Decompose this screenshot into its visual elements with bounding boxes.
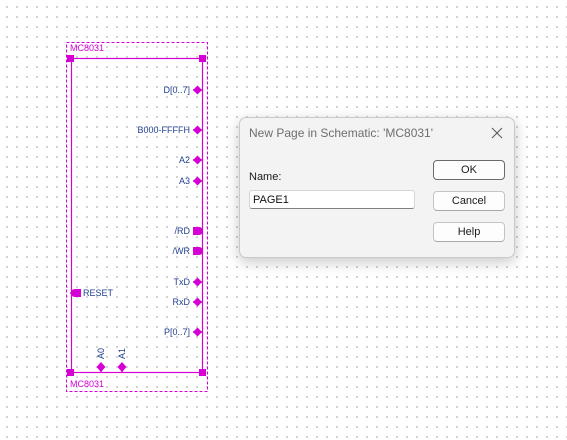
- pin-label-b000-ffffh: B000-FFFFH: [137, 125, 190, 135]
- pin-label-wr: /WR: [172, 246, 191, 256]
- pin-a2[interactable]: [193, 155, 202, 165]
- corner-handle-tr[interactable]: [199, 55, 206, 62]
- pin-label-a0: A0: [96, 347, 106, 359]
- pin-label-d0-7: D[0..7]: [163, 85, 190, 95]
- part-body[interactable]: [70, 57, 204, 374]
- pin-a3[interactable]: [193, 176, 202, 186]
- corner-handle-bl[interactable]: [67, 369, 74, 376]
- part-name-bottom: MC8031: [70, 379, 105, 389]
- part-name-top: MC8031: [70, 43, 105, 53]
- name-input[interactable]: [249, 190, 415, 209]
- close-button[interactable]: [487, 123, 507, 143]
- pin-rxd[interactable]: [193, 297, 202, 307]
- corner-handle-br[interactable]: [199, 369, 206, 376]
- cancel-button[interactable]: Cancel: [433, 191, 505, 211]
- pin-label-reset: RESET: [83, 288, 114, 298]
- pin-label-rd: /RD: [174, 226, 191, 236]
- pin-p0-7[interactable]: [193, 327, 202, 337]
- pin-label-txd: TxD: [173, 277, 191, 287]
- pin-rd[interactable]: [193, 227, 203, 235]
- pin-d0-7[interactable]: [193, 85, 202, 95]
- pin-label-rxd: RxD: [172, 297, 191, 307]
- pin-txd[interactable]: [193, 277, 202, 287]
- ok-button[interactable]: OK: [433, 160, 505, 180]
- pin-reset[interactable]: [70, 289, 81, 297]
- pin-a0[interactable]: [96, 362, 106, 373]
- new-page-dialog: New Page in Schematic: 'MC8031' Name: OK…: [239, 117, 515, 258]
- corner-handle-tl[interactable]: [67, 55, 74, 62]
- help-button[interactable]: Help: [433, 222, 505, 242]
- dialog-title: New Page in Schematic: 'MC8031': [249, 126, 434, 140]
- pin-label-a3: A3: [178, 176, 190, 186]
- pin-label-a1: A1: [117, 347, 127, 359]
- pin-wr[interactable]: [193, 247, 203, 255]
- pin-a1[interactable]: [117, 362, 127, 373]
- pin-label-p0-7: P[0..7]: [163, 327, 190, 337]
- name-label: Name:: [249, 171, 282, 183]
- part-outline[interactable]: [66, 42, 208, 392]
- close-icon: [491, 127, 503, 139]
- pin-label-a2: A2: [178, 155, 190, 165]
- pin-b000-ffffh[interactable]: [193, 125, 202, 135]
